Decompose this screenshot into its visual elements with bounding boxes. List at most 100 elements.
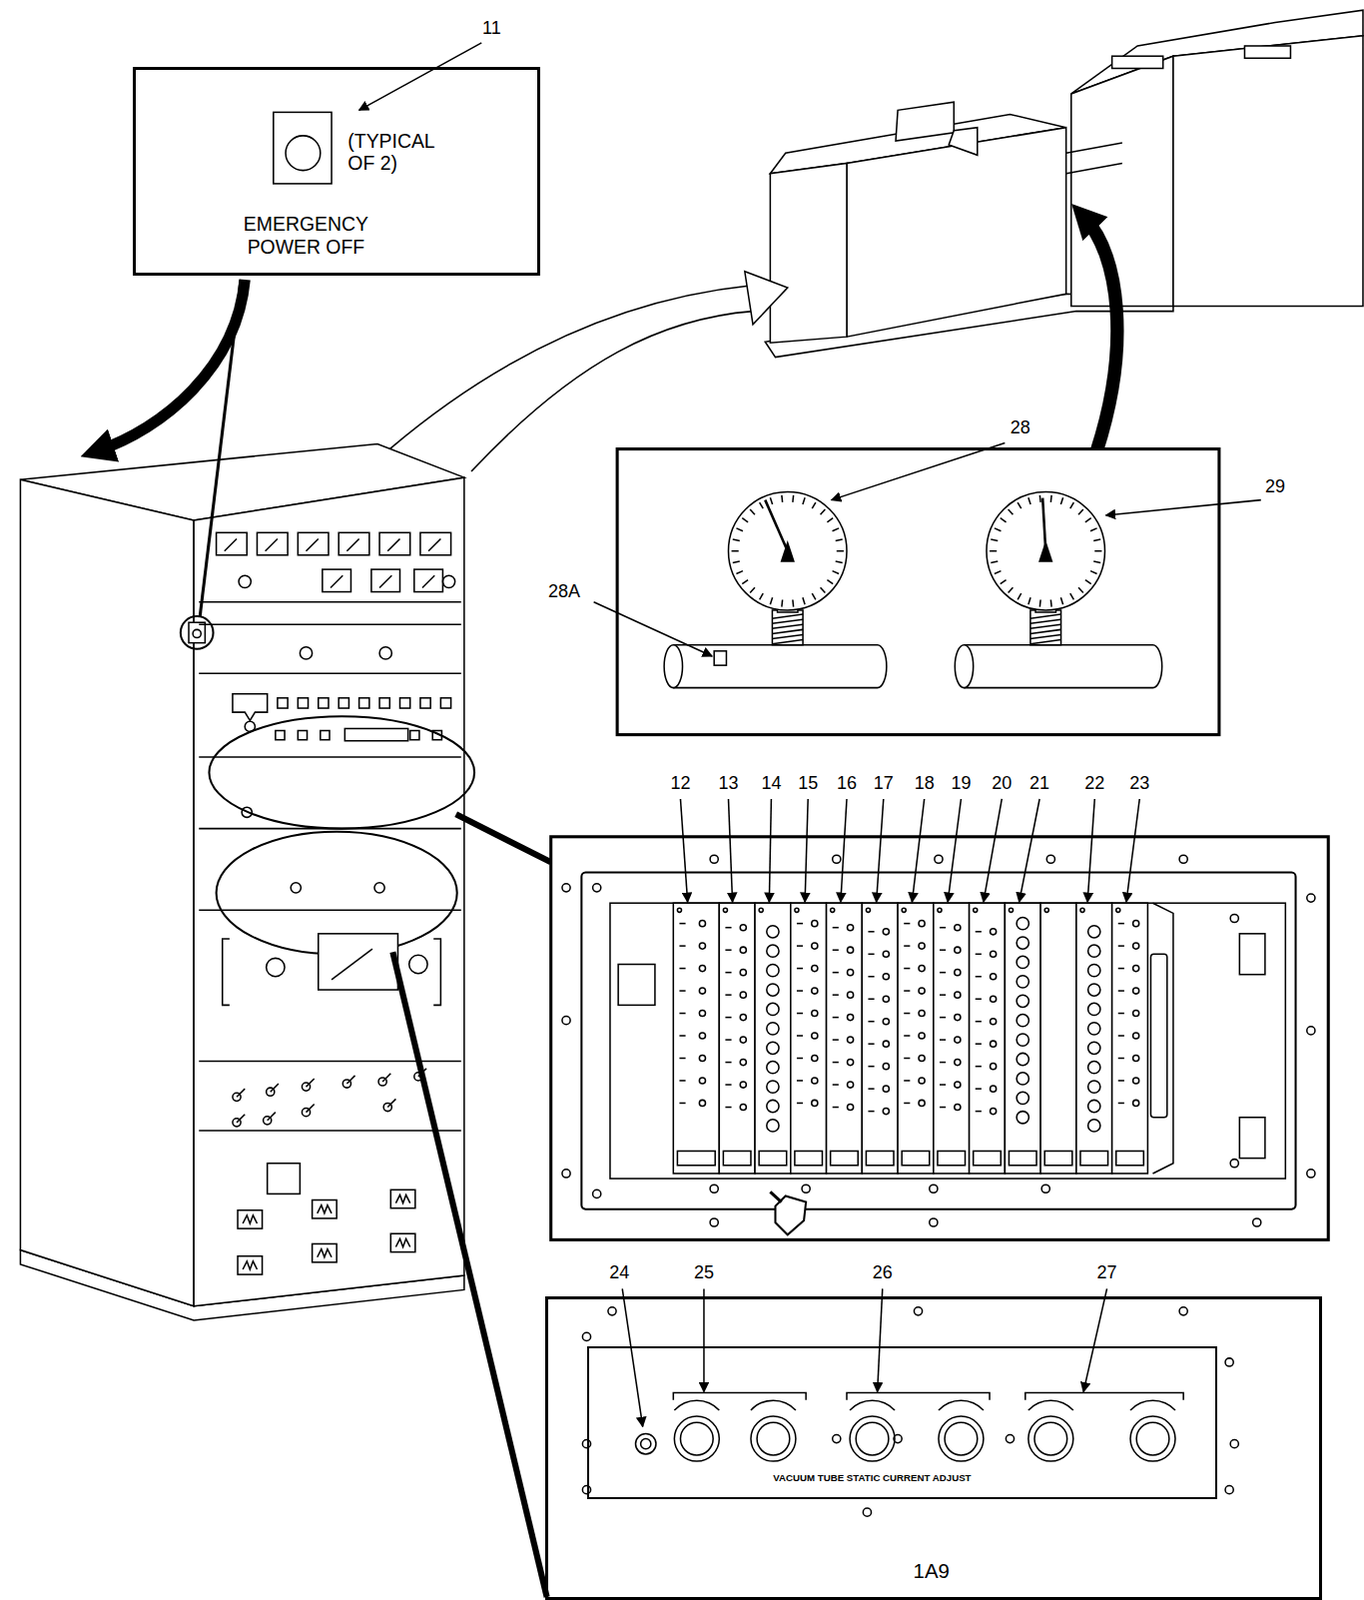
- line-art: [938, 1399, 984, 1410]
- callout-number: 28: [1009, 418, 1032, 439]
- line-art: [846, 127, 1067, 337]
- line-art: [622, 1288, 643, 1426]
- line-art: [732, 561, 740, 563]
- line-art: [918, 1054, 925, 1061]
- line-art: [1050, 599, 1053, 607]
- line-art: [679, 967, 685, 970]
- line-art: [727, 491, 847, 611]
- line-art: [677, 907, 682, 912]
- line-art: [724, 948, 731, 951]
- line-art: [277, 697, 288, 708]
- line-art: [882, 950, 889, 957]
- line-art: [954, 1036, 961, 1043]
- line-art: [986, 491, 1106, 611]
- line-art: [867, 1042, 874, 1045]
- line-art: [990, 561, 998, 563]
- line-art: [379, 532, 411, 555]
- line-art: [796, 1034, 803, 1037]
- line-art: [593, 1189, 602, 1198]
- line-art: [749, 587, 755, 593]
- line-art: [440, 697, 451, 708]
- line-art: [903, 1079, 910, 1082]
- line-art: [771, 624, 803, 629]
- line-art: [867, 1065, 874, 1068]
- line-art: [359, 697, 370, 708]
- line-art: [990, 1063, 997, 1070]
- line-art: [897, 902, 934, 1174]
- line-art: [954, 645, 973, 688]
- line-art: [1040, 902, 1077, 1174]
- line-art: [939, 1083, 946, 1086]
- line-art: [724, 1106, 731, 1109]
- line-art: [882, 1108, 889, 1115]
- line-art: [306, 1078, 315, 1087]
- line-art: [1030, 634, 1062, 639]
- line-art: [1136, 1421, 1170, 1455]
- line-art: [975, 930, 982, 933]
- line-art: [771, 629, 803, 634]
- line-art: [1008, 1150, 1037, 1165]
- line-art: [973, 907, 978, 912]
- line-art: [312, 1200, 338, 1219]
- line-art: [811, 1054, 818, 1061]
- callout-number: 22: [1083, 773, 1106, 794]
- line-art: [990, 1040, 997, 1047]
- line-art: [918, 987, 925, 994]
- line-art: [771, 634, 803, 639]
- line-art: [903, 989, 910, 992]
- line-art: [847, 924, 854, 931]
- line-art: [1126, 798, 1140, 902]
- line-art: [242, 1215, 257, 1224]
- line-art: [835, 561, 843, 563]
- line-art: [1112, 55, 1164, 68]
- line-art: [811, 920, 818, 927]
- line-art: [929, 1184, 938, 1193]
- line-art: [610, 902, 1286, 1179]
- line-art: [826, 518, 833, 523]
- line-art: [969, 902, 1006, 1174]
- line-art: [1083, 216, 1118, 452]
- line-art: [1034, 1421, 1068, 1455]
- line-art: [641, 1438, 652, 1449]
- line-art: [796, 1102, 803, 1105]
- line-art: [1004, 902, 1041, 1174]
- line-art: [939, 1016, 946, 1019]
- line-art: [832, 1038, 839, 1041]
- line-art: [318, 933, 399, 990]
- line-art: [374, 882, 385, 893]
- line-art: [831, 442, 1006, 500]
- line-art: [379, 697, 390, 708]
- line-art: [299, 647, 312, 660]
- line-art: [1044, 1150, 1073, 1165]
- line-art: [918, 965, 925, 972]
- line-art: [882, 1040, 889, 1047]
- line-art: [673, 1392, 806, 1400]
- line-art: [1230, 913, 1239, 922]
- line-art: [769, 162, 847, 343]
- line-art: [698, 1009, 705, 1016]
- line-art: [975, 1110, 982, 1113]
- line-art: [290, 882, 301, 893]
- callout-number: 11: [481, 18, 503, 39]
- line-art: [698, 942, 705, 949]
- line-art: [766, 1099, 779, 1112]
- line-art: [1179, 854, 1188, 863]
- line-art: [771, 619, 803, 624]
- line-art: [1118, 944, 1125, 947]
- line-art: [794, 907, 799, 912]
- line-art: [796, 944, 803, 947]
- line-art: [975, 975, 982, 978]
- line-art: [702, 1288, 705, 1391]
- line-art: [918, 920, 925, 927]
- line-art: [861, 902, 898, 1174]
- line-art: [1307, 1026, 1316, 1035]
- line-art: [1088, 1002, 1101, 1015]
- line-art: [811, 942, 818, 949]
- line-art: [680, 1421, 713, 1455]
- line-art: [267, 1112, 276, 1121]
- line-art: [188, 622, 205, 643]
- line-art: [832, 571, 840, 575]
- line-art: [1307, 1169, 1316, 1178]
- line-art: [698, 1054, 705, 1061]
- line-art: [1116, 1150, 1145, 1165]
